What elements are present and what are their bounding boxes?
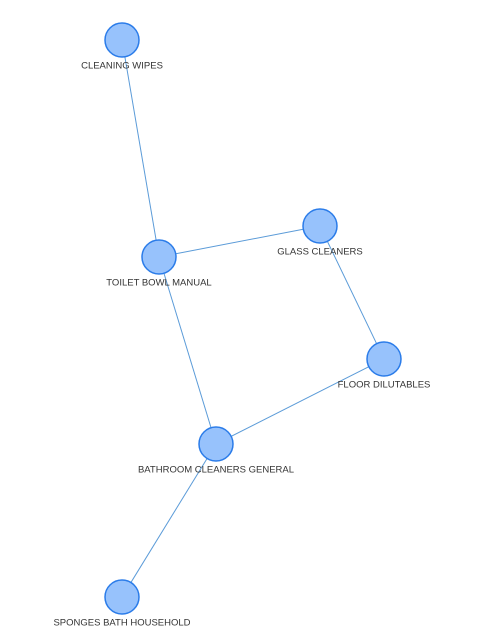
node-circle-cleaning-wipes[interactable] xyxy=(104,22,140,58)
node-label-glass-cleaners: GLASS CLEANERS xyxy=(277,247,363,258)
edge-glass-cleaners-to-floor-dilutables xyxy=(319,225,385,360)
node-label-sponges-bath-household: SPONGES BATH HOUSEHOLD xyxy=(53,618,190,629)
node-circle-floor-dilutables[interactable] xyxy=(366,341,402,377)
node-circle-toilet-bowl-manual[interactable] xyxy=(141,239,177,275)
node-toilet-bowl-manual[interactable]: TOILET BOWL MANUAL xyxy=(106,239,212,289)
edge-toilet-bowl-manual-to-glass-cleaners xyxy=(158,225,321,258)
node-floor-dilutables[interactable]: FLOOR DILUTABLES xyxy=(338,341,431,391)
node-sponges-bath-household[interactable]: SPONGES BATH HOUSEHOLD xyxy=(53,579,191,629)
edge-bathroom-cleaners-general-to-sponges-bath-household xyxy=(121,443,217,598)
node-cleaning-wipes[interactable]: CLEANING WIPES xyxy=(81,22,163,72)
node-circle-sponges-bath-household[interactable] xyxy=(104,579,140,615)
node-label-toilet-bowl-manual: TOILET BOWL MANUAL xyxy=(106,278,211,289)
node-label-floor-dilutables: FLOOR DILUTABLES xyxy=(338,380,431,391)
edge-toilet-bowl-manual-to-bathroom-cleaners-general xyxy=(158,256,217,445)
edges-layer xyxy=(121,39,385,598)
node-bathroom-cleaners-general[interactable]: BATHROOM CLEANERS GENERAL xyxy=(138,426,294,476)
node-glass-cleaners[interactable]: GLASS CLEANERS xyxy=(277,208,363,258)
nodes-layer: CLEANING WIPES GLASS CLEANERS TOILET BOWL … xyxy=(53,22,431,629)
edge-floor-dilutables-to-bathroom-cleaners-general xyxy=(215,358,385,445)
node-circle-glass-cleaners[interactable] xyxy=(302,208,338,244)
node-circle-bathroom-cleaners-general[interactable] xyxy=(198,426,234,462)
node-label-bathroom-cleaners-general: BATHROOM CLEANERS GENERAL xyxy=(138,465,294,476)
node-label-cleaning-wipes: CLEANING WIPES xyxy=(81,61,163,72)
edge-cleaning-wipes-to-toilet-bowl-manual xyxy=(121,39,160,258)
